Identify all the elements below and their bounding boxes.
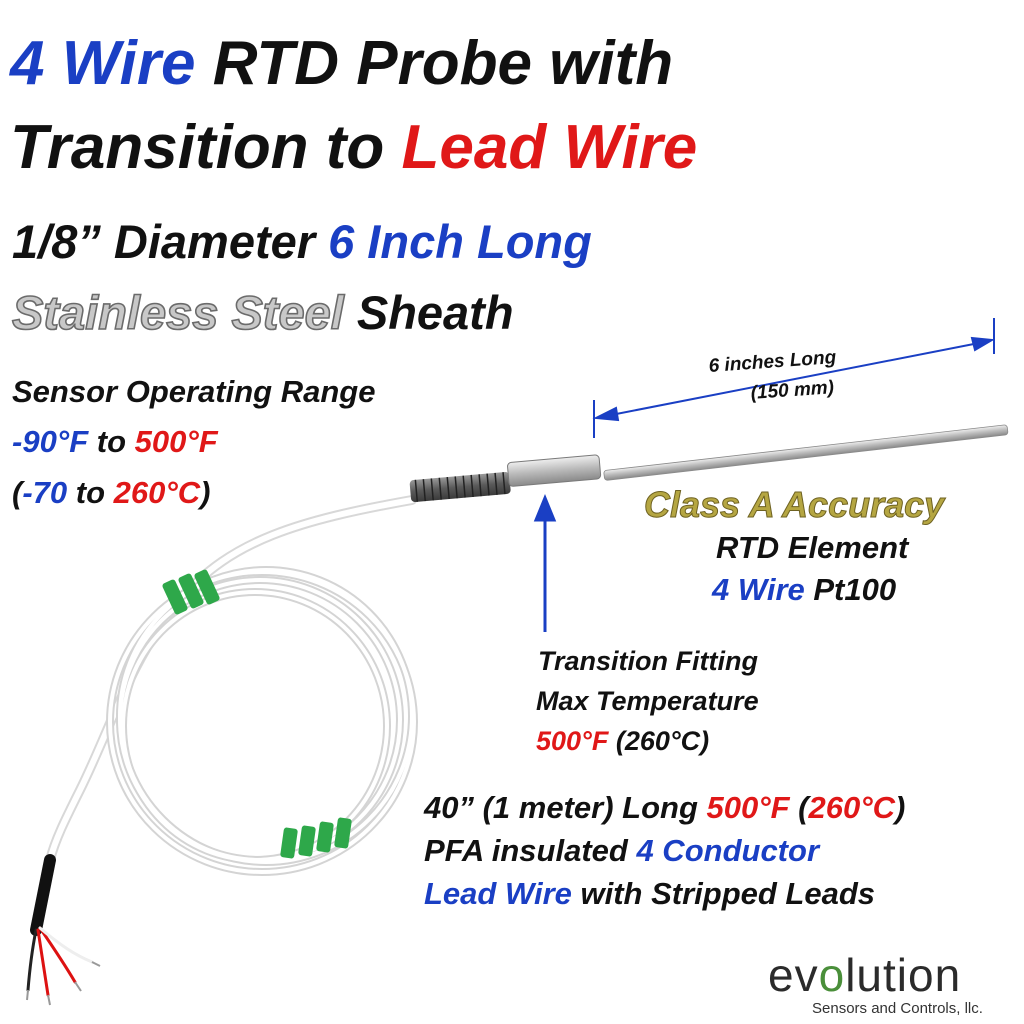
leadwire-paren-close: ): [895, 790, 906, 825]
subtitle-length: 6 Inch Long: [328, 215, 592, 268]
rtd-wire-type: 4 Wire Pt100: [712, 572, 896, 608]
subtitle-sheath: Sheath: [343, 286, 514, 339]
leadwire-conductors: 4 Conductor: [636, 833, 820, 868]
max-temperature-label: Max Temperature: [536, 686, 759, 716]
title-rtd-probe: RTD Probe with: [195, 29, 674, 98]
range-c-close: ): [200, 475, 211, 510]
range-f-low: -90°F: [12, 424, 89, 459]
subtitle-diameter: 1/8” Diameter: [12, 215, 329, 268]
leadwire-line-1: 40” (1 meter) Long 500°F (260°C): [424, 790, 905, 826]
transition-temperature: 500°F (260°C): [536, 726, 709, 757]
class-a-accuracy: Class A Accuracy: [643, 484, 945, 526]
transition-temp-c: (260°C): [608, 726, 710, 756]
leadwire-temp-c: 260°C: [808, 790, 896, 825]
range-fahrenheit: -90°F to 500°F: [12, 424, 218, 460]
range-f-high: 500°F: [134, 424, 218, 459]
heat-shrink: [30, 854, 56, 936]
subtitle-line-2: Stainless Steel Sheath: [11, 285, 514, 340]
title-four-wire: 4 Wire: [10, 29, 196, 98]
range-f-to: to: [88, 424, 135, 459]
leadwire-temp-f: 500°F: [706, 790, 790, 825]
title-line-1: 4 Wire RTD Probe with: [10, 28, 673, 99]
leadwire-line-2: PFA insulated 4 Conductor: [424, 833, 819, 869]
dimension-arrow: [592, 318, 996, 438]
range-c-open: (: [12, 475, 23, 510]
green-tape-bands: [162, 569, 352, 859]
range-c-high: 260°C: [113, 475, 201, 510]
range-c-to: to: [67, 475, 114, 510]
logo-lution: lution: [845, 949, 962, 1001]
range-title: Sensor Operating Range: [12, 374, 376, 409]
stainless-sheath: [603, 424, 1009, 481]
leadwire-insulation: PFA insulated: [424, 833, 637, 868]
logo-o: o: [818, 949, 846, 1001]
evolution-logo: evolution: [768, 948, 961, 1002]
subtitle-line-1: 1/8” Diameter 6 Inch Long: [12, 214, 592, 269]
logo-tagline: Sensors and Controls, llc.: [812, 1000, 983, 1017]
rtd-pt100: Pt100: [804, 572, 897, 607]
transition-fitting-label: Transition Fitting: [538, 646, 758, 676]
transition-fitting: [507, 454, 602, 487]
title-transition: Transition to: [10, 113, 402, 182]
leadwire-label: Lead Wire: [424, 876, 572, 911]
range-celsius: (-70 to 260°C): [12, 475, 210, 511]
fitting-pointer-arrow: [533, 494, 557, 632]
stripped-leads: [26, 926, 94, 997]
logo-ev: ev: [768, 949, 819, 1001]
title-lead-wire: Lead Wire: [401, 113, 698, 182]
leadwire-paren-open: (: [789, 790, 809, 825]
rtd-element-label: RTD Element: [716, 530, 909, 565]
spring-strain-relief: [409, 472, 511, 502]
leadwire-length: 40” (1 meter) Long: [424, 790, 707, 825]
rtd-four-wire: 4 Wire: [712, 572, 805, 607]
leadwire-stripped: with Stripped Leads: [571, 876, 876, 911]
leadwire-line-3: Lead Wire with Stripped Leads: [424, 876, 875, 912]
range-c-low: -70: [22, 475, 68, 510]
transition-temp-f: 500°F: [536, 726, 609, 756]
title-line-2: Transition to Lead Wire: [10, 112, 697, 183]
subtitle-stainless: Stainless Steel: [11, 285, 344, 340]
